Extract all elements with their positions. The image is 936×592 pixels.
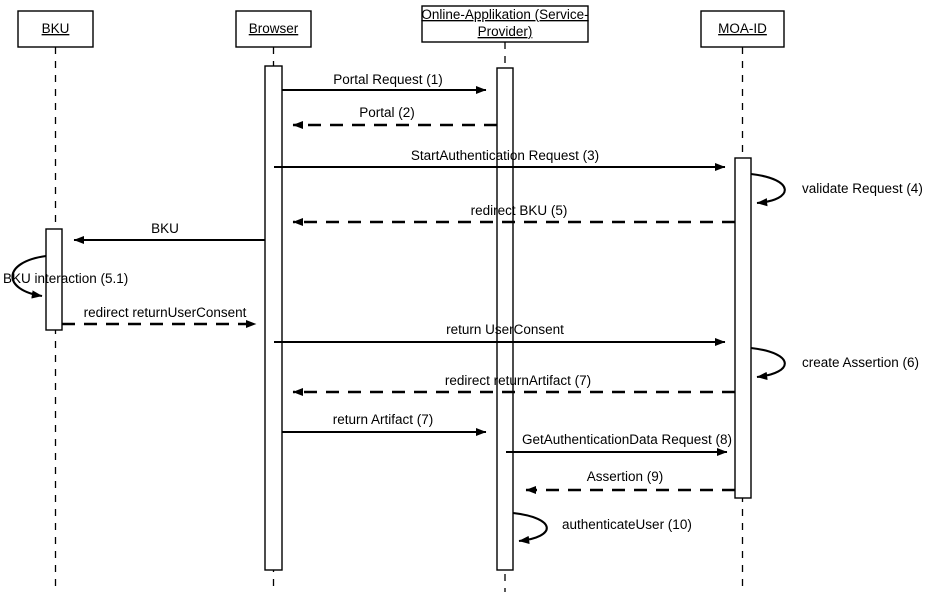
activation-bar-sp	[496, 67, 514, 571]
message-label-9: return UserConsent	[446, 322, 564, 337]
message-redirect-bku: redirect BKU (5)	[292, 203, 735, 227]
message-portal: Portal (2)	[292, 105, 497, 130]
message-label-10: create Assertion (6)	[802, 355, 919, 370]
message-label-12: return Artifact (7)	[333, 412, 434, 427]
message-arrow-10	[750, 346, 786, 381]
message-redirect-returnuserconsent: redirect returnUserConsent	[62, 305, 257, 329]
message-redirect-returnartifact: redirect returnArtifact (7)	[292, 373, 735, 397]
message-label-2: Portal (2)	[359, 105, 415, 120]
participant-label-sp-line2: Provider)	[478, 24, 533, 39]
participant-label-browser: Browser	[249, 21, 299, 36]
message-assertion: Assertion (9)	[525, 469, 735, 495]
participant-box-moaid	[700, 10, 785, 48]
participant-header-moaid: MOA-ID	[700, 10, 785, 48]
message-getauthenticationdata-request: GetAuthenticationData Request (8)	[506, 432, 732, 457]
message-validate-request-self: validate Request (4)	[750, 172, 923, 207]
participant-header-bku: BKU	[17, 10, 94, 48]
message-arrow-7	[11, 254, 47, 299]
message-label-13: GetAuthenticationData Request (8)	[522, 432, 732, 447]
participant-header-sp: Online-Applikation (Service- Provider)	[421, 5, 589, 43]
message-label-14: Assertion (9)	[587, 469, 664, 484]
message-create-assertion-self: create Assertion (6)	[750, 346, 919, 381]
participant-box-browser	[235, 10, 312, 48]
message-label-6: BKU	[151, 221, 179, 236]
participant-box-bku	[17, 10, 94, 48]
activation-bar-moaid	[734, 157, 752, 499]
message-label-3: StartAuthentication Request (3)	[411, 148, 599, 163]
participant-label-sp-line1: Online-Applikation (Service-	[421, 7, 588, 22]
message-startauthentication-request: StartAuthentication Request (3)	[274, 148, 726, 172]
message-portal-request: Portal Request (1)	[282, 72, 487, 95]
participant-label-moaid: MOA-ID	[718, 21, 767, 36]
message-label-8: redirect returnUserConsent	[84, 305, 247, 320]
message-label-4: validate Request (4)	[802, 181, 923, 196]
message-arrow-15	[512, 511, 548, 545]
message-return-artifact: return Artifact (7)	[282, 412, 487, 437]
message-label-11: redirect returnArtifact (7)	[445, 373, 591, 388]
message-bku-interaction-self: BKU interaction (5.1)	[3, 254, 128, 299]
message-return-userconsent: return UserConsent	[274, 322, 726, 347]
message-bku: BKU	[73, 221, 265, 245]
message-label-5: redirect BKU (5)	[471, 203, 568, 218]
participant-label-bku: BKU	[42, 21, 70, 36]
message-label-1: Portal Request (1)	[333, 72, 443, 87]
message-arrow-4	[750, 172, 786, 207]
participant-header-browser: Browser	[235, 10, 312, 48]
activation-bar-browser	[264, 65, 283, 571]
message-authenticateuser-self: authenticateUser (10)	[512, 511, 692, 545]
message-label-7: BKU interaction (5.1)	[3, 271, 128, 286]
message-label-15: authenticateUser (10)	[562, 517, 692, 532]
activation-bar-bku	[45, 228, 63, 331]
